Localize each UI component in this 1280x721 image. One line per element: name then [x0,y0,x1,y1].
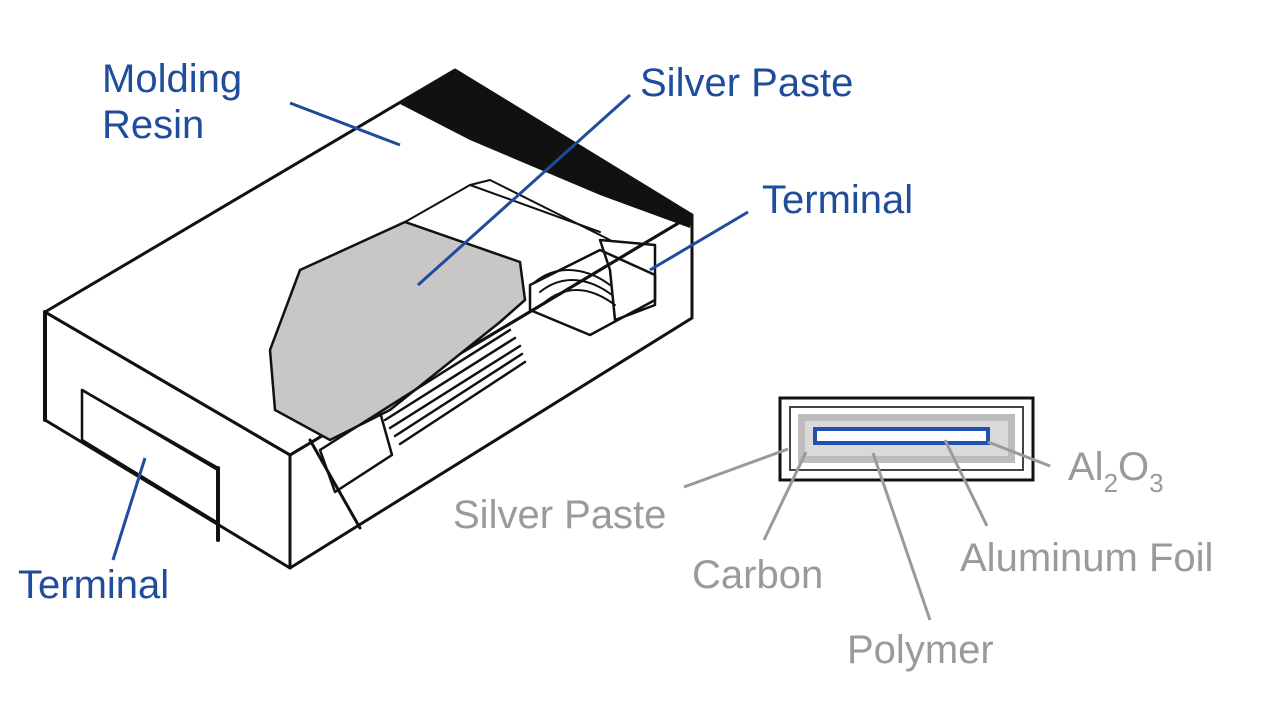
label-xs-aluminum-foil: Aluminum Foil [960,536,1213,580]
leader-molding-resin [289,101,401,147]
stacked-layers [308,328,527,530]
terminal-left-shape [80,388,220,542]
cross-section [778,396,1035,482]
al2o3-sub-3: 3 [1149,468,1163,498]
label-xs-silver-paste: Silver Paste [453,493,666,537]
al2o3-al: Al [1068,445,1104,489]
leader-xs-carbon [762,451,808,541]
label-xs-al2o3: Al2O3 [1068,445,1164,498]
label-resin: Resin [102,103,204,147]
al2o3-o: O [1118,445,1149,489]
label-molding: Molding [102,57,242,101]
aluminum-foil-bar [813,427,990,445]
label-terminal-left: Terminal [18,563,169,607]
leader-xs-aluminum-foil [943,439,989,527]
silver-paste-region [268,179,611,442]
leader-xs-polymer [871,452,932,621]
label-xs-carbon: Carbon [692,553,823,597]
cross-section-leader-lines [683,439,1051,621]
leader-terminal-right [649,210,749,272]
label-terminal-right: Terminal [762,178,913,222]
terminal-bracket-right [528,238,657,337]
leader-xs-al2o3 [987,440,1051,468]
label-silver-paste: Silver Paste [640,61,853,105]
leader-silver-paste [416,93,632,287]
device-leader-lines [111,93,749,561]
leader-terminal-left [111,457,147,561]
al2o3-sub-2: 2 [1104,468,1118,498]
leader-xs-silver-paste [683,447,789,489]
terminal-cap-top [400,70,692,228]
label-xs-polymer: Polymer [847,628,994,672]
